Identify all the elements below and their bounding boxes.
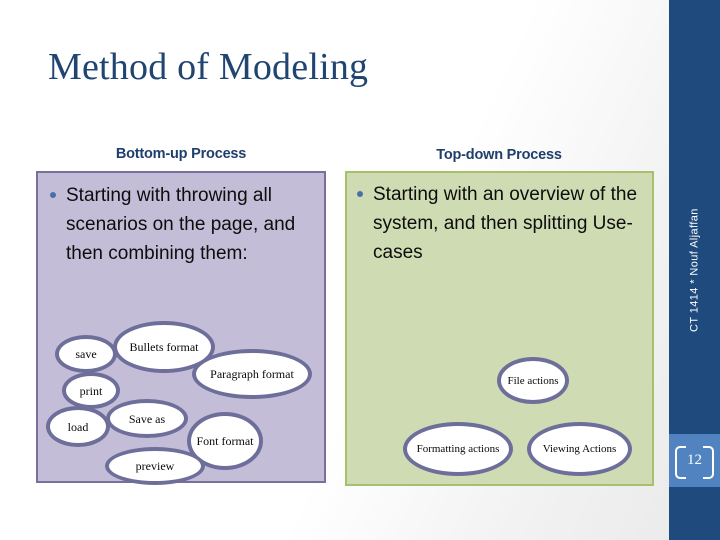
ellipse-node-label: Formatting actions bbox=[416, 443, 500, 455]
ellipse-node-label: preview bbox=[135, 459, 175, 473]
page-number-badge: 12 bbox=[669, 434, 720, 487]
column-heading-top-down: Top-down Process bbox=[436, 147, 562, 163]
bullet-text-bottom-up: Starting with throwing all scenarios on … bbox=[66, 185, 296, 264]
bracket-right-icon bbox=[703, 446, 714, 479]
ellipse-node-label: Font format bbox=[196, 434, 254, 448]
ellipse-node-label: load bbox=[67, 419, 89, 434]
bullet-text-top-down: Starting with an overview of the system,… bbox=[373, 184, 638, 263]
bullet-dot-icon bbox=[50, 192, 56, 198]
ellipse-node-viewing-actions: Viewing Actions bbox=[527, 422, 632, 476]
ellipse-node-label: print bbox=[79, 383, 103, 398]
ellipse-node-paragraph-format: Paragraph format bbox=[192, 349, 312, 399]
bullet-dot-icon bbox=[357, 191, 363, 197]
ellipse-node-file-actions: File actions bbox=[497, 357, 569, 404]
ellipse-node-load: load bbox=[46, 406, 110, 447]
ellipse-node-label: Viewing Actions bbox=[542, 443, 617, 455]
ellipse-node-label: File actions bbox=[507, 374, 559, 387]
ellipse-node-save-as: Save as bbox=[106, 399, 188, 438]
ellipse-node-formatting-actions: Formatting actions bbox=[403, 422, 513, 476]
ellipse-node-save: save bbox=[55, 335, 117, 373]
ellipse-node-label: save bbox=[75, 347, 97, 361]
ellipse-node-label: Bullets format bbox=[129, 340, 199, 354]
ellipse-node-bullets-format: Bullets format bbox=[113, 321, 215, 373]
ellipse-node-print: print bbox=[62, 372, 120, 409]
bracket-left-icon bbox=[675, 446, 686, 479]
page-title: Method of Modeling bbox=[48, 46, 369, 88]
page-number-text: 12 bbox=[687, 452, 702, 468]
column-heading-bottom-up: Bottom-up Process bbox=[115, 146, 247, 162]
ellipse-node-preview: preview bbox=[105, 447, 205, 485]
ellipse-node-label: Paragraph format bbox=[210, 367, 294, 381]
bullet-item-top-down: Starting with an overview of the system,… bbox=[357, 180, 639, 267]
bullet-item-bottom-up: Starting with throwing all scenarios on … bbox=[50, 181, 312, 268]
ellipse-node-label: Save as bbox=[128, 411, 166, 426]
